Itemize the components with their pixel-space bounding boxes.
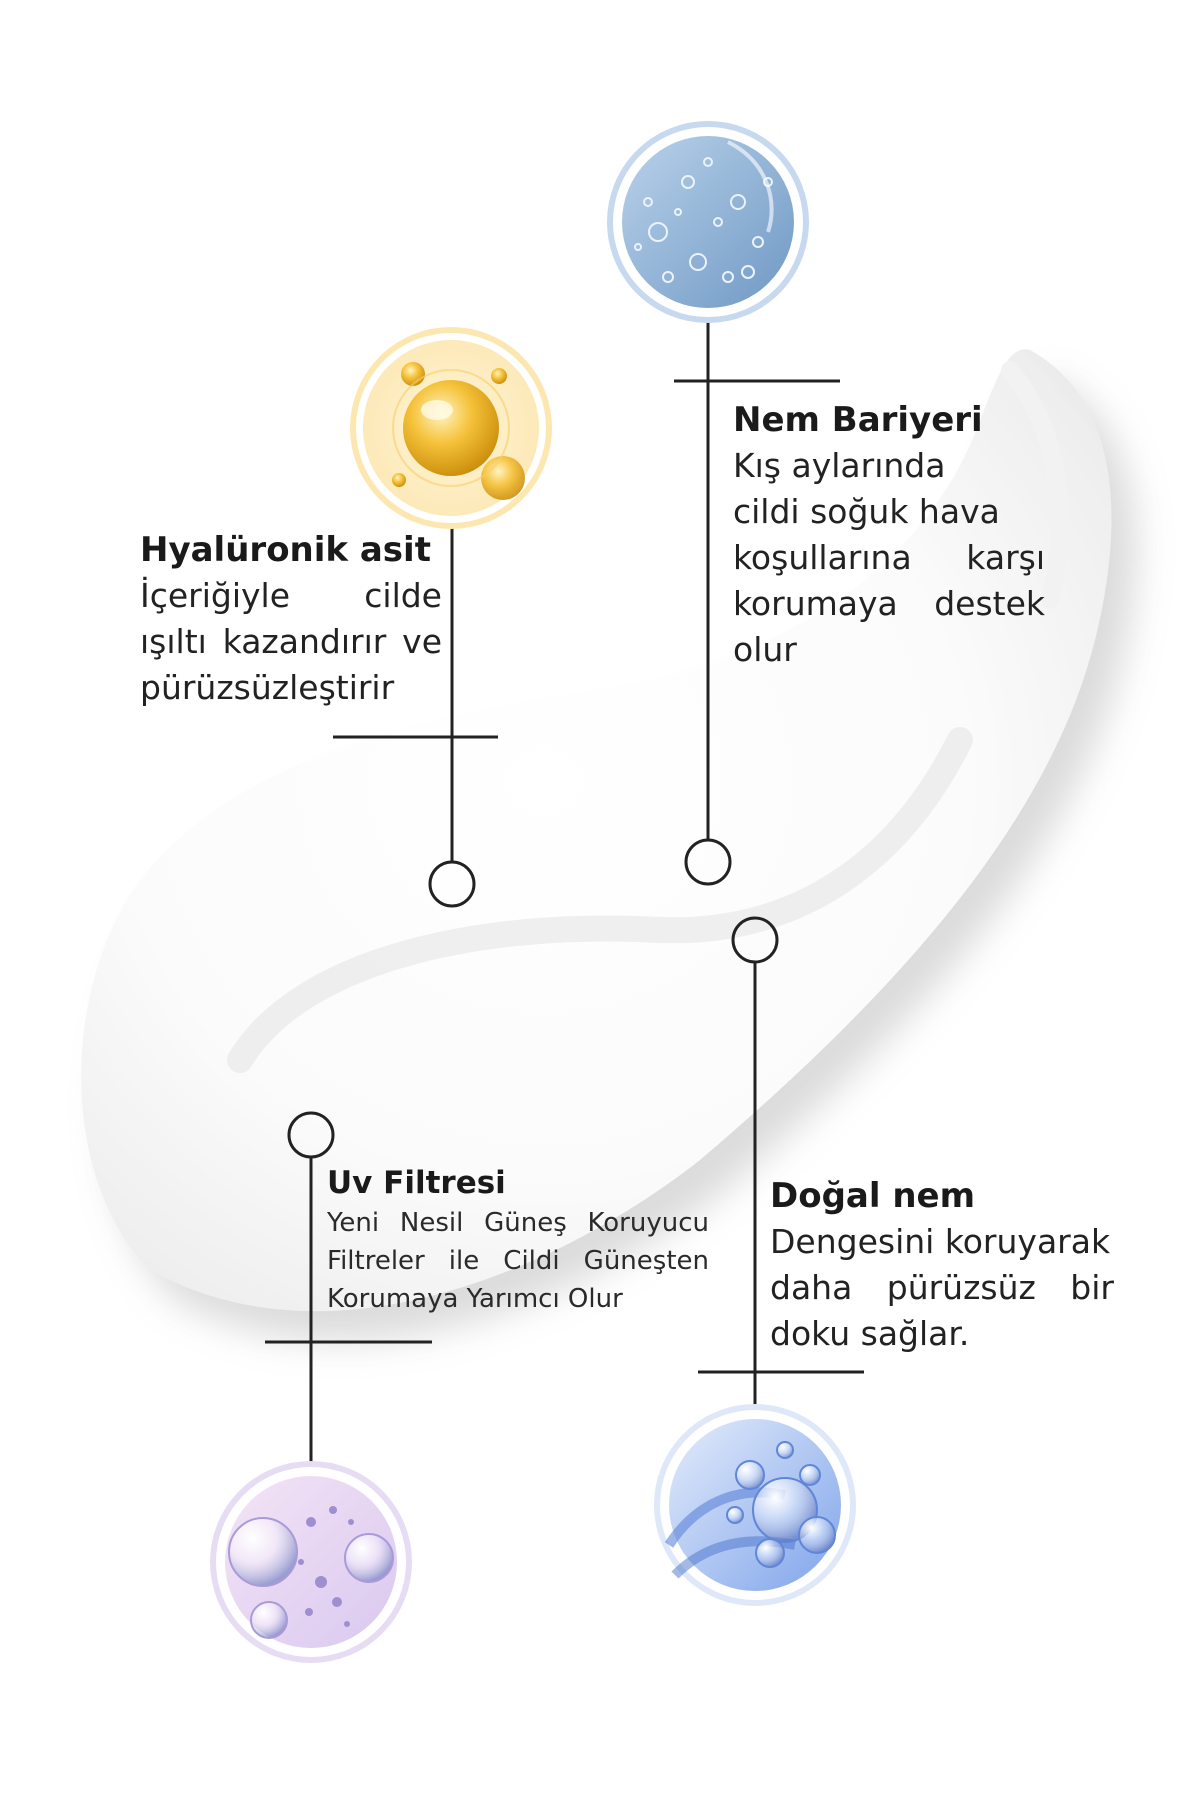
purple-bubbles-icon [210,1461,412,1663]
uv-filter-text: Uv Filtresi Yeni Nesil Güneş Koruyucu Fi… [327,1162,709,1318]
uv-filter-line-3: Korumaya Yarımcı Olur [327,1284,623,1314]
hyaluronic-anchor [428,860,476,908]
blue-water-bubbles-icon [654,1404,856,1606]
moisture-barrier-line-1: Kış aylarında [733,446,946,485]
moisture-barrier-text: Nem Bariyeri Kış aylarında cildi soğuk h… [733,397,1045,673]
uv-filter-title: Uv Filtresi [327,1165,506,1201]
moisture-barrier-line-3: koşullarına karşı [733,538,1045,577]
cream-swatch [81,349,1137,1342]
hyaluronic-acid-line-1: İçeriğiyle cilde [140,576,442,615]
uv-filter-line-2: Filtreler ile Cildi Güneşten [327,1246,709,1276]
hyaluronic-acid-text: Hyalüronik asit İçeriğiyle cilde ışıltı … [140,527,442,711]
moisture-barrier-line-4: korumaya destek [733,584,1045,623]
natural-moisture-title: Doğal nem [770,1176,976,1216]
golden-oil-droplet-icon [350,327,552,529]
moisture-barrier-title: Nem Bariyeri [733,400,983,440]
moisture-barrier-line-2: cildi soğuk hava [733,492,1000,531]
natural-moisture-text: Doğal nem Dengesini koruyarak daha pürüz… [770,1173,1114,1357]
moisture-barrier-anchor [684,838,732,886]
natural-moisture-line-2: daha pürüzsüz bir [770,1268,1114,1307]
blue-gel-bubbles-icon [607,121,809,323]
moisture-barrier-line-5: olur [733,630,797,669]
hyaluronic-acid-title: Hyalüronik asit [140,530,431,570]
natural-moisture-line-3: doku sağlar. [770,1314,970,1353]
hyaluronic-acid-line-3: pürüzsüzleştirir [140,668,395,707]
hyaluronic-acid-line-2: ışıltı kazandırır ve [140,622,442,661]
uv-filter-line-1: Yeni Nesil Güneş Koruyucu [327,1208,709,1238]
natural-moisture-line-1: Dengesini koruyarak [770,1222,1111,1261]
